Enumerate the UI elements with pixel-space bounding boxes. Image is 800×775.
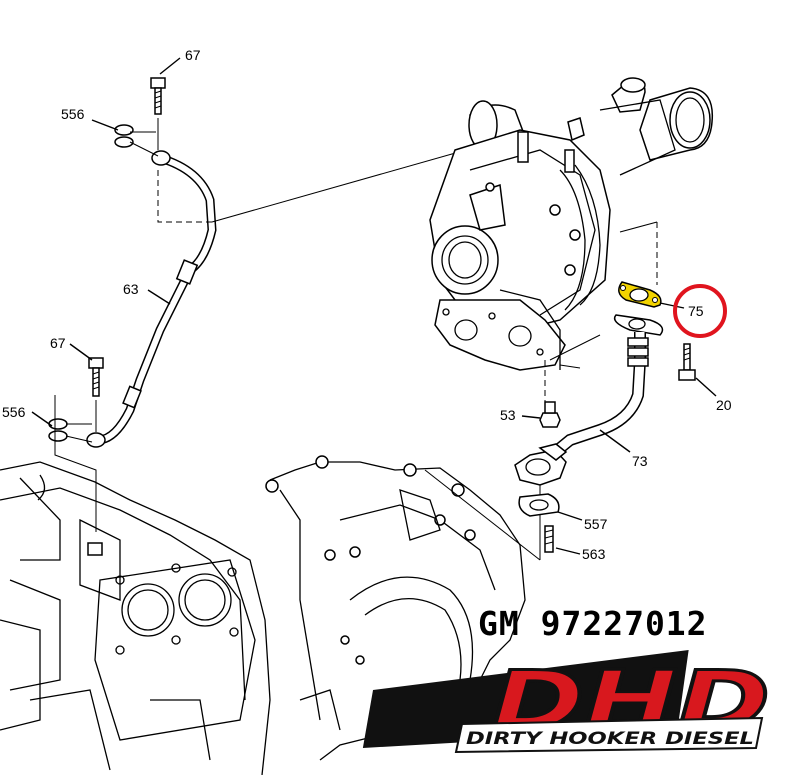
logo-subtext: DIRTY HOOKER DIESEL <box>466 729 754 749</box>
callout-556-top: 556 <box>61 106 85 122</box>
gasket-557 <box>518 493 560 517</box>
turbocharger <box>429 77 714 371</box>
callout-556-bottom: 556 <box>2 404 26 420</box>
alignment-lines-left <box>54 118 467 532</box>
washer-556-bottom <box>48 418 68 442</box>
bolt-67-bottom <box>88 357 104 397</box>
stud-563 <box>544 525 554 553</box>
engine-block <box>0 461 271 775</box>
washer-556-top <box>114 124 134 148</box>
highlight-circle <box>673 284 727 338</box>
bolt-20 <box>678 343 696 381</box>
callout-20: 20 <box>716 397 732 413</box>
callout-67-bottom: 67 <box>50 335 66 351</box>
callout-73: 73 <box>632 453 648 469</box>
callout-557: 557 <box>584 516 608 532</box>
part-number-title: GM 97227012 <box>478 604 708 643</box>
callout-67-top: 67 <box>185 47 201 63</box>
leader-lines <box>31 57 717 555</box>
callout-75: 75 <box>688 303 704 319</box>
callout-labels: 67 556 63 67 556 75 20 53 73 557 563 <box>2 47 732 562</box>
front-cover <box>265 455 526 761</box>
callout-63: 63 <box>123 281 139 297</box>
gasket-75 <box>618 281 662 308</box>
bolt-67-top <box>150 77 166 115</box>
nut-53 <box>539 401 561 428</box>
oil-feed-line <box>86 150 217 448</box>
dhd-logo: DHD DIRTY HOOKER DIESEL <box>362 650 772 754</box>
callout-563: 563 <box>582 546 606 562</box>
callout-53: 53 <box>500 407 516 423</box>
